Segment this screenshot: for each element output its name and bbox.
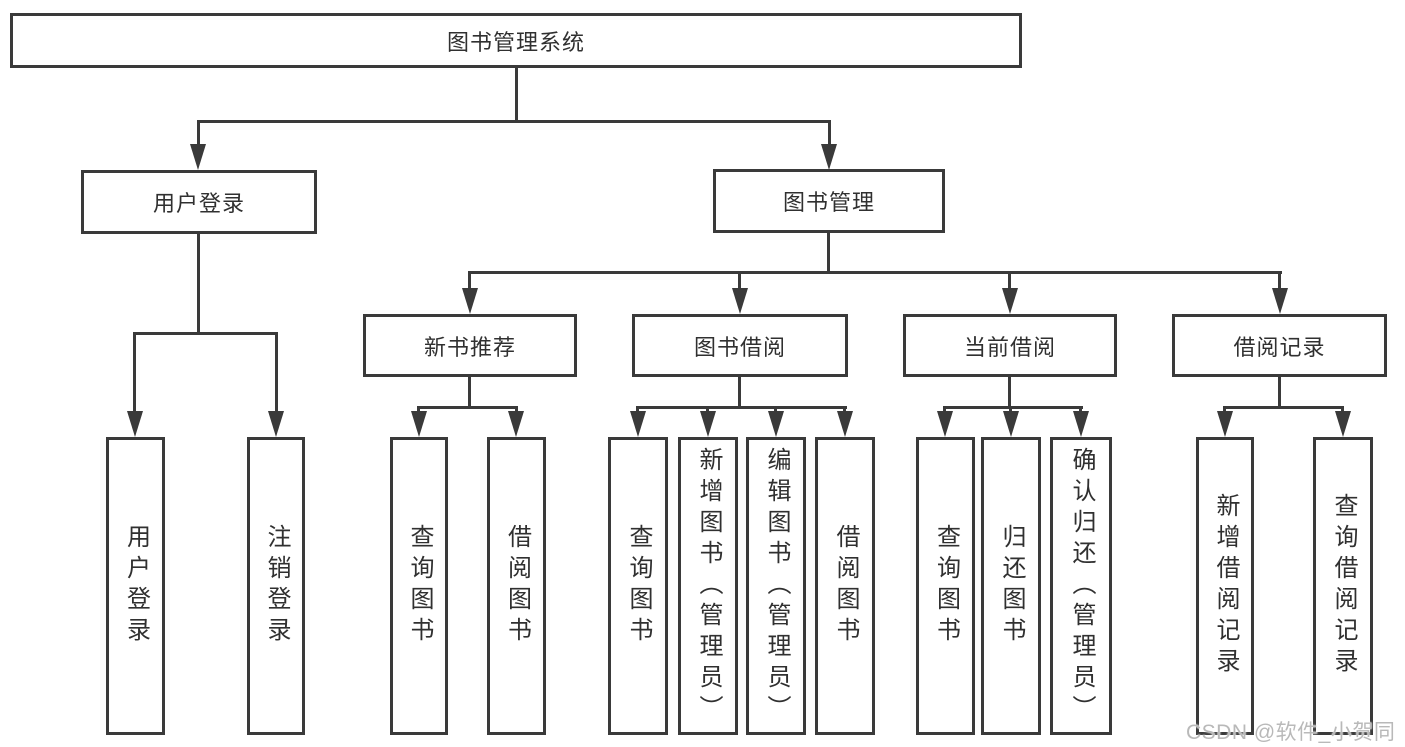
connector-line (1225, 406, 1344, 409)
node-borrowing-records: 借阅记录 (1172, 314, 1387, 377)
arrow-down-icon (1073, 411, 1089, 437)
arrow-down-icon (1272, 288, 1288, 314)
connector-line (1079, 406, 1082, 414)
connector-line (133, 332, 278, 335)
connector-line (828, 120, 831, 146)
connector-line (197, 120, 200, 146)
arrow-down-icon (700, 411, 716, 437)
node-new-book-recommend: 新书推荐 (363, 314, 577, 377)
connector-line (417, 406, 420, 414)
node-confirm-return-admin: 确认归还（管理员） (1050, 437, 1112, 735)
watermark: CSDN @软件_小贺同学 (1186, 721, 1396, 744)
connector-line (275, 332, 278, 414)
arrow-down-icon (1335, 411, 1351, 437)
node-edit-book-admin: 编辑图书（管理员） (746, 437, 806, 735)
node-query-books-current: 查询图书 (916, 437, 975, 735)
connector-line (843, 406, 846, 414)
connector-line (515, 406, 518, 414)
connector-line (197, 120, 831, 123)
connector-line (515, 68, 518, 122)
arrow-down-icon (837, 411, 853, 437)
connector-line (1008, 377, 1011, 408)
connector-line (468, 271, 471, 291)
node-query-books-borrow: 查询图书 (608, 437, 668, 735)
node-query-borrow-record: 查询借阅记录 (1313, 437, 1373, 735)
connector-line (468, 271, 1282, 274)
arrow-down-icon (508, 411, 524, 437)
arrow-down-icon (127, 411, 143, 437)
node-current-borrowing: 当前借阅 (903, 314, 1117, 377)
arrow-down-icon (937, 411, 953, 437)
connector-line (738, 271, 741, 291)
arrow-down-icon (411, 411, 427, 437)
node-library-system: 图书管理系统 (10, 13, 1022, 68)
connector-line (638, 406, 847, 409)
connector-line (419, 406, 518, 409)
node-add-book-admin: 新增图书（管理员） (678, 437, 738, 735)
arrow-down-icon (462, 288, 478, 314)
node-user-login-action: 用户登录 (106, 437, 165, 735)
connector-line (738, 377, 741, 408)
arrow-down-icon (1217, 411, 1233, 437)
arrow-down-icon (768, 411, 784, 437)
node-return-books: 归还图书 (981, 437, 1041, 735)
arrow-down-icon (190, 144, 206, 170)
connector-line (636, 406, 639, 414)
connector-line (133, 332, 136, 414)
connector-line (706, 406, 709, 414)
arrow-down-icon (1003, 411, 1019, 437)
node-add-borrow-record: 新增借阅记录 (1196, 437, 1254, 735)
connector-line (1278, 271, 1281, 291)
connector-line (1278, 377, 1281, 408)
arrow-down-icon (268, 411, 284, 437)
connector-line (197, 234, 200, 334)
connector-line (945, 406, 1083, 409)
node-borrow-books-recommend: 借阅图书 (487, 437, 546, 735)
node-query-books-recommend: 查询图书 (390, 437, 448, 735)
node-book-management: 图书管理 (713, 169, 945, 233)
connector-line (1009, 406, 1012, 414)
node-user-login: 用户登录 (81, 170, 317, 234)
node-borrow-books-borrow: 借阅图书 (815, 437, 875, 735)
connector-line (774, 406, 777, 414)
connector-line (468, 377, 471, 408)
connector-line (943, 406, 946, 414)
node-book-borrowing: 图书借阅 (632, 314, 848, 377)
arrow-down-icon (1002, 288, 1018, 314)
arrow-down-icon (821, 144, 837, 170)
connector-line (827, 233, 830, 273)
connector-line (1223, 406, 1226, 414)
connector-line (1341, 406, 1344, 414)
node-logout-action: 注销登录 (247, 437, 305, 735)
connector-line (1008, 271, 1011, 291)
arrow-down-icon (630, 411, 646, 437)
arrow-down-icon (732, 288, 748, 314)
